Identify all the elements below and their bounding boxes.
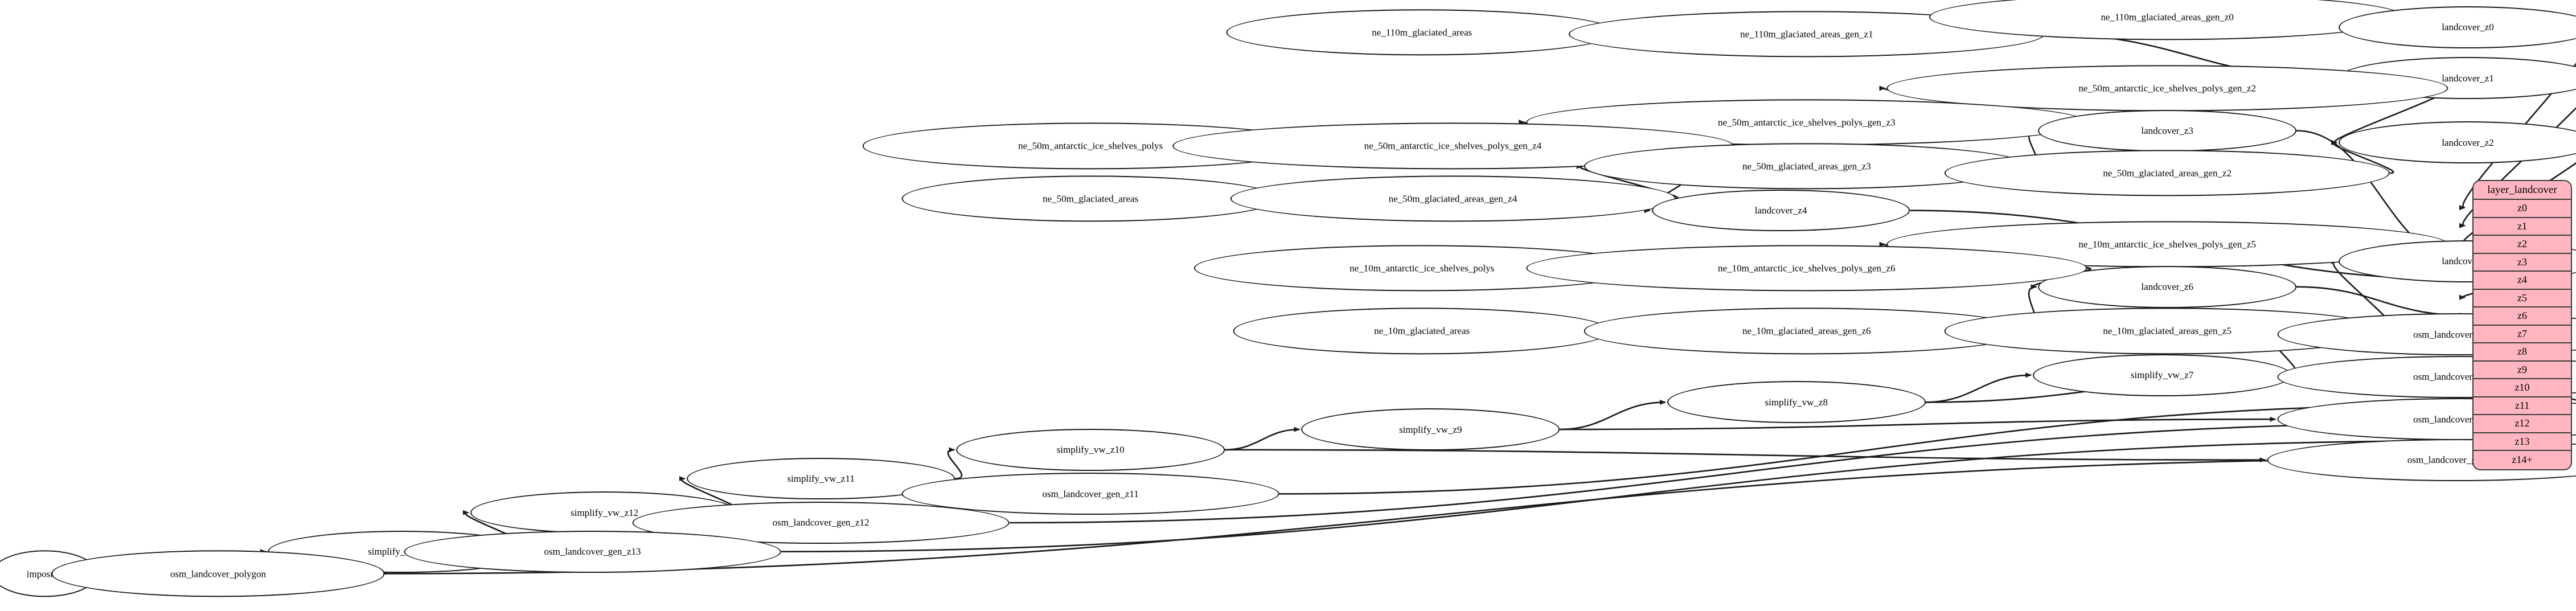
graph-node-label: landcover_z6: [2141, 281, 2193, 293]
graph-node-label: osm_landcover_gen_z12: [772, 517, 869, 528]
graph-node-label: simplify_vw_z11: [787, 473, 855, 485]
graph-edge: [1225, 427, 1301, 451]
graph-node-label: landcover_z4: [1754, 205, 1807, 216]
graph-edge: [1010, 420, 2466, 524]
graph-node-label: landcover_z3: [2141, 125, 2193, 136]
graph-node-label: ne_50m_glaciated_areas: [1043, 193, 1139, 204]
record-row-z12[interactable]: z12: [2474, 415, 2571, 433]
record-row-z3[interactable]: z3: [2474, 254, 2571, 272]
graph-node-label: osm_landcover_polygon: [170, 568, 266, 579]
graph-node-landcover-z2[interactable]: landcover_z2: [2339, 121, 2576, 164]
graph-node-ne-50m-glaciated-areas-gen-z2[interactable]: ne_50m_glaciated_areas_gen_z2: [1945, 150, 2390, 196]
graph-node-simplify-vw-z8[interactable]: simplify_vw_z8: [1667, 381, 1926, 424]
record-header: layer_landcover: [2474, 181, 2571, 200]
graph-edge: [384, 456, 2466, 575]
graph-node-landcover-z4[interactable]: landcover_z4: [1651, 189, 1910, 232]
graph-node-label: ne_50m_antarctic_ice_shelves_polys_gen_z…: [2078, 83, 2256, 94]
graph-node-label: ne_50m_antarctic_ice_shelves_polys: [1018, 140, 1163, 151]
graph-node-label: simplify_vw_z8: [1765, 396, 1828, 408]
record-row-z10[interactable]: z10: [2474, 379, 2571, 397]
graph-edge: [1560, 416, 2276, 430]
record-row-z7[interactable]: z7: [2474, 326, 2571, 343]
graph-edge: [2459, 63, 2576, 211]
graph-node-simplify-vw-z9[interactable]: simplify_vw_z9: [1301, 408, 1560, 451]
graph-node-label: simplify_vw_z7: [2130, 370, 2194, 381]
graph-edge: [947, 447, 963, 479]
record-row-z8[interactable]: z8: [2474, 343, 2571, 362]
graph-node-label: ne_10m_glaciated_areas: [1374, 325, 1470, 337]
graph-node-label: ne_110m_glaciated_areas: [1372, 27, 1472, 38]
graph-node-ne-10m-antarctic-ice-shelves-polys-gen-z6[interactable]: ne_10m_antarctic_ice_shelves_polys_gen_z…: [1526, 245, 2087, 292]
graph-node-label: ne_10m_antarctic_ice_shelves_polys: [1349, 263, 1495, 274]
graph-node-osm-landcover-polygon[interactable]: osm_landcover_polygon: [51, 550, 385, 597]
graph-node-ne-10m-antarctic-ice-shelves-polys[interactable]: ne_10m_antarctic_ice_shelves_polys: [1194, 245, 1650, 292]
graph-node-label: landcover_z2: [2442, 137, 2494, 148]
graph-node-label: ne_50m_glaciated_areas_gen_z3: [1742, 161, 1871, 172]
graph-edge: [1225, 449, 2266, 463]
graph-node-ne-10m-glaciated-areas[interactable]: ne_10m_glaciated_areas: [1233, 307, 1611, 354]
record-row-z11[interactable]: z11: [2474, 397, 2571, 415]
graph-edge: [1576, 163, 1679, 200]
graph-node-simplify-vw-z10[interactable]: simplify_vw_z10: [956, 428, 1225, 471]
graph-node-osm-landcover-gen-z11[interactable]: osm_landcover_gen_z11: [901, 473, 1279, 515]
graph-node-osm-landcover-gen-z13[interactable]: osm_landcover_gen_z13: [404, 530, 781, 573]
graph-node-label: simplify_vw_z9: [1399, 424, 1462, 435]
graph-node-label: ne_110m_glaciated_areas_gen_z0: [2101, 11, 2234, 23]
graph-node-label: ne_50m_antarctic_ice_shelves_polys_gen_z…: [1718, 117, 1896, 128]
graph-node-label: landcover_z1: [2442, 72, 2494, 84]
record-row-z14plus[interactable]: z14+: [2512, 454, 2533, 466]
graph-node-label: simplify_vw_z12: [571, 507, 639, 518]
graph-node-label: ne_110m_glaciated_areas_gen_z1: [1740, 28, 1873, 40]
graph-node-ne-50m-glaciated-areas[interactable]: ne_50m_glaciated_areas: [901, 175, 1279, 222]
graph-node-label: ne_10m_antarctic_ice_shelves_polys_gen_z…: [2078, 239, 2256, 250]
graph-node-label: landcover_z0: [2442, 22, 2494, 33]
graph-node-ne-110m-glaciated-areas-gen-z0[interactable]: ne_110m_glaciated_areas_gen_z0: [1929, 0, 2406, 40]
graph-edge: [2331, 140, 2394, 174]
record-row-z9[interactable]: z9: [2474, 362, 2571, 379]
record-row-z4[interactable]: z4: [2474, 272, 2571, 290]
graph-edge: [2296, 286, 2466, 318]
record-row-z0[interactable]: z0: [2474, 200, 2571, 218]
record-row-z2[interactable]: z2: [2474, 236, 2571, 254]
graph-node-landcover-z0[interactable]: landcover_z0: [2339, 6, 2576, 48]
graph-node-label: ne_50m_antarctic_ice_shelves_polys_gen_z…: [1364, 140, 1542, 151]
graph-node-ne-50m-glaciated-areas-gen-z4[interactable]: ne_50m_glaciated_areas_gen_z4: [1230, 175, 1676, 222]
record-row-z1[interactable]: z1: [2474, 218, 2571, 236]
graph-node-ne-110m-glaciated-areas[interactable]: ne_110m_glaciated_areas: [1226, 9, 1618, 56]
graph-node-label: ne_50m_glaciated_areas_gen_z4: [1388, 193, 1517, 204]
record-row-z6[interactable]: z6: [2474, 307, 2571, 326]
graph-node-label: simplify_vw_z10: [1056, 444, 1125, 456]
graph-edge: [1925, 372, 2032, 403]
graph-node-landcover-z3[interactable]: landcover_z3: [2038, 109, 2297, 152]
graph-node-label: ne_10m_glaciated_areas_gen_z5: [2103, 325, 2232, 337]
graph-node-simplify-vw-z7[interactable]: simplify_vw_z7: [2033, 354, 2292, 396]
graph-edge: [1560, 399, 1666, 430]
graph-node-label: osm_landcover_gen_z13: [544, 546, 641, 557]
graph-node-label: ne_10m_glaciated_areas_gen_z6: [1742, 325, 1871, 337]
graph-node-label: osm_landcover_gen_z11: [1042, 488, 1139, 499]
record-row-z13[interactable]: z13: [2474, 433, 2571, 451]
graph-node-label: ne_50m_glaciated_areas_gen_z2: [2103, 167, 2232, 179]
graph-edge: [1279, 402, 2466, 495]
record-row-z5[interactable]: z5: [2474, 290, 2571, 307]
graph-node-label: ne_10m_antarctic_ice_shelves_polys_gen_z…: [1718, 263, 1896, 274]
